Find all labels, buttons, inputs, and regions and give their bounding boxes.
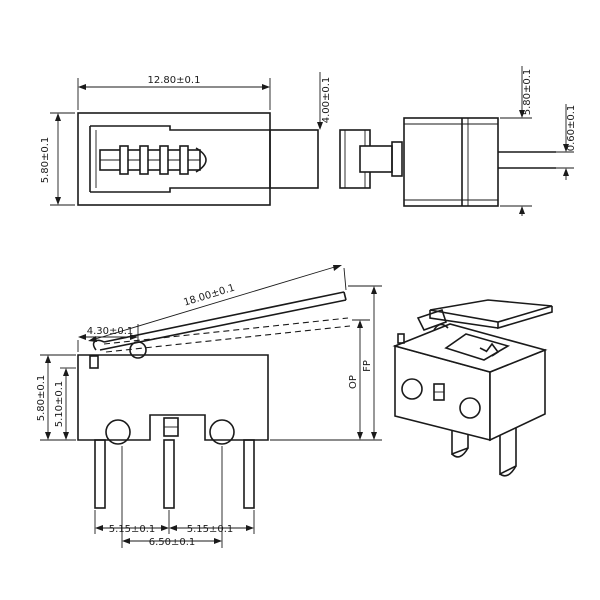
front-height-outer-label: 5.80±0.1 [36, 375, 47, 422]
fp-label: FP [362, 360, 373, 372]
dim-lever-offset: 4.30±0.1 [77, 324, 139, 352]
isometric-view [392, 299, 553, 477]
top-height-label: 5.80±0.1 [40, 137, 51, 184]
top-width-label: 12.80±0.1 [148, 75, 201, 86]
dim-pin-spacing: 5.15±0.1 5.15±0.1 6.50±0.1 [94, 446, 255, 548]
pin-spacing-right-label: 5.15±0.1 [187, 524, 234, 535]
op-label: OP [348, 375, 359, 389]
pin-spacing-center-label: 6.50±0.1 [149, 537, 196, 548]
side-height-label: 4.00±0.1 [321, 77, 332, 124]
dim-front-heights: 5.80±0.1 5.10±0.1 [36, 354, 76, 441]
pin-spacing-left-label: 5.15±0.1 [109, 524, 156, 535]
end-height-label: 5.80±0.1 [522, 69, 533, 116]
front-view [77, 291, 351, 509]
dim-end-lever: 0.60±0.1 [556, 104, 577, 180]
dim-side-height: 4.00±0.1 [317, 72, 332, 130]
dim-top-width: 12.80±0.1 [77, 75, 271, 110]
lever-offset-label: 4.30±0.1 [87, 326, 134, 337]
top-view [77, 112, 319, 206]
front-height-inner-label: 5.10±0.1 [54, 381, 65, 428]
end-lever-label: 0.60±0.1 [566, 105, 577, 152]
dim-op-fp: OP FP [270, 285, 382, 441]
dim-top-height: 5.80±0.1 [40, 112, 75, 206]
dim-end-height: 5.80±0.1 [500, 66, 533, 216]
end-view [339, 117, 556, 207]
